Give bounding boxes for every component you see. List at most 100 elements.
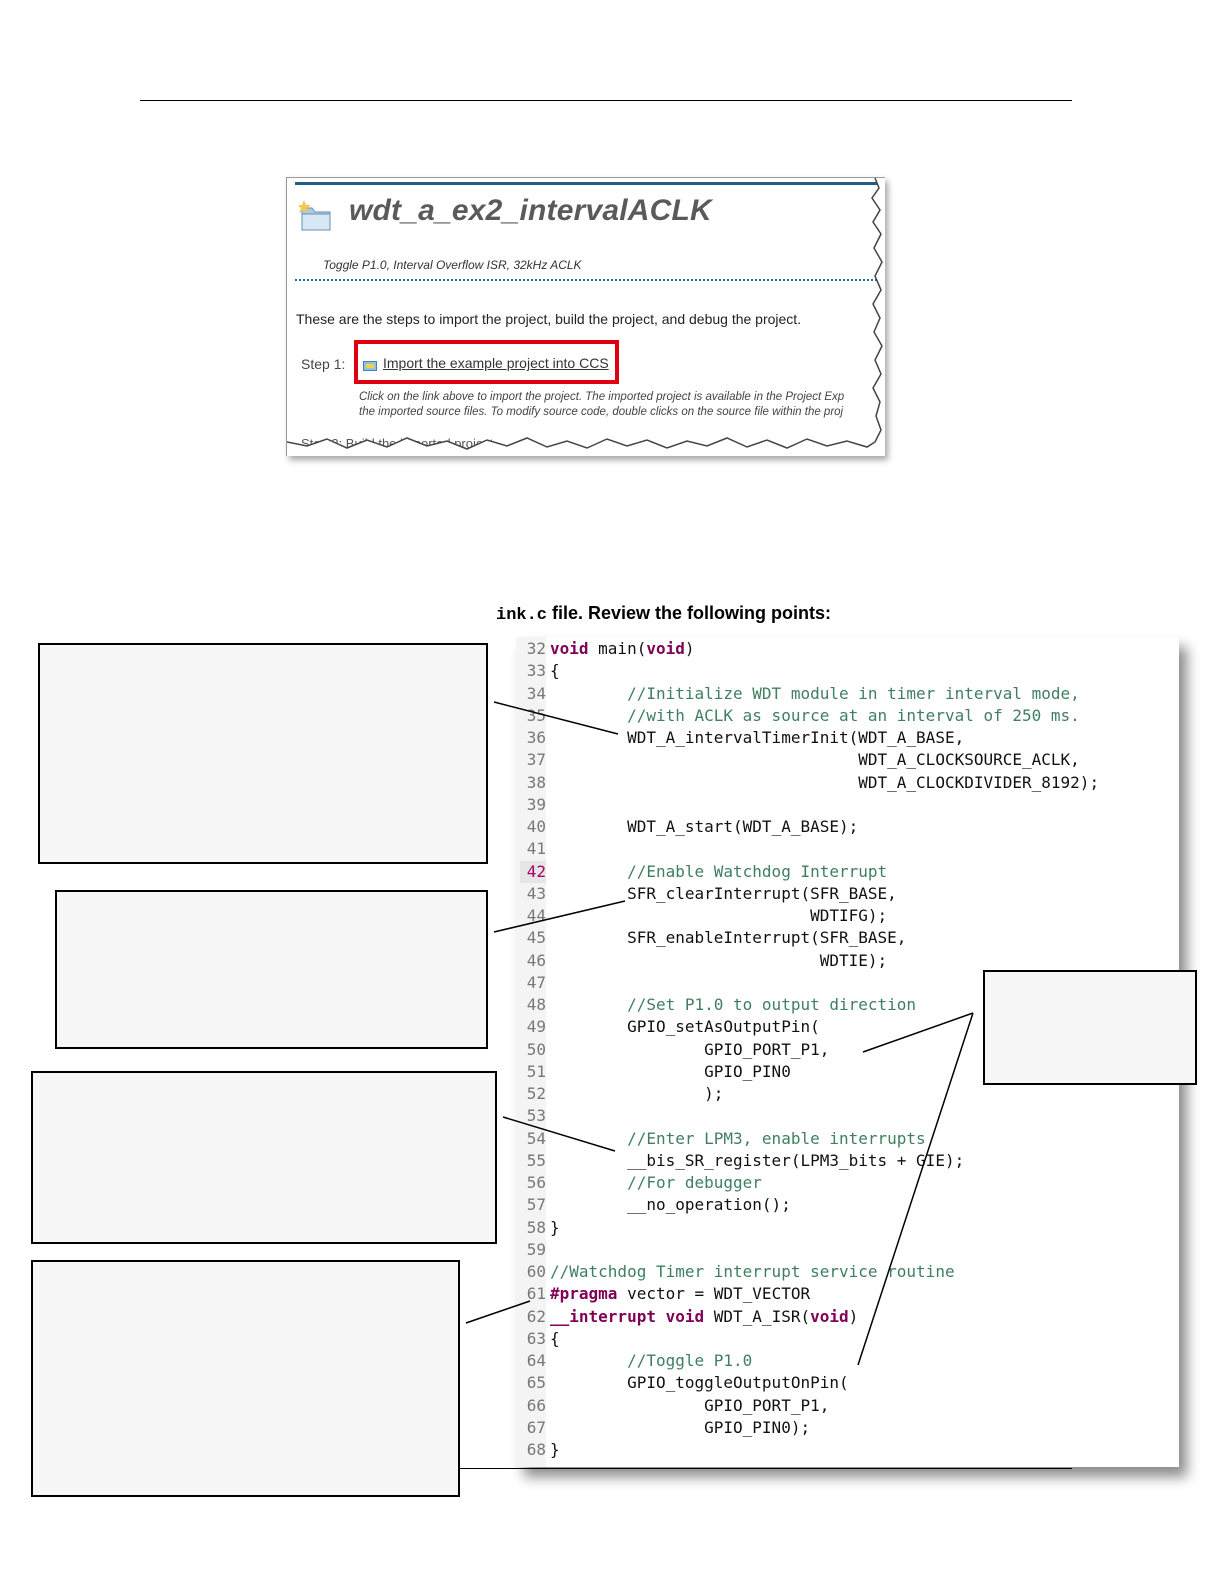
code-line: 59 [516, 1239, 1179, 1261]
line-number: 49 [526, 1017, 546, 1037]
line-number: 32 [526, 639, 546, 658]
code-line: 35 //with ACLK as source at an interval … [516, 705, 1179, 727]
code-text: GPIO_setAsOutputPin( [550, 1017, 820, 1037]
folder-icon [299, 200, 331, 231]
code-text: WDTIFG); [550, 906, 888, 925]
line-number: 50 [526, 1039, 546, 1059]
code-text: GPIO_PORT_P1, [550, 1395, 830, 1415]
code-line: 60//Watchdog Timer interrupt service rou… [516, 1261, 1179, 1283]
code-line: 65 GPIO_toggleOutputOnPin( [516, 1372, 1179, 1394]
code-line: 34 //Initialize WDT module in timer inte… [516, 683, 1179, 705]
torn-edge [287, 178, 885, 456]
line-number: 42 [520, 860, 546, 883]
line-number: 53 [526, 1106, 546, 1126]
code-text: GPIO_PORT_P1, [550, 1039, 830, 1059]
code-text: ); [550, 1084, 724, 1103]
line-number: 52 [526, 1084, 546, 1103]
line-number: 46 [526, 950, 546, 970]
code-line: 50 GPIO_PORT_P1, [516, 1039, 1179, 1061]
code-text: SFR_clearInterrupt(SFR_BASE, [550, 883, 897, 903]
line-number: 65 [526, 1373, 546, 1393]
code-line: 62__interrupt void WDT_A_ISR(void) [516, 1306, 1179, 1328]
code-text: __interrupt void WDT_A_ISR(void) [550, 1306, 859, 1326]
title-bar [295, 182, 885, 185]
callout-box-interrupt-enable [55, 890, 488, 1049]
line-number: 33 [526, 661, 546, 681]
code-line: 33{ [516, 660, 1179, 682]
code-text: GPIO_PIN0); [550, 1417, 811, 1437]
line-number: 36 [526, 728, 546, 747]
code-text: } [550, 1440, 560, 1459]
step1-description-line2: the imported source files. To modify sou… [359, 406, 844, 418]
code-line: 45 SFR_enableInterrupt(SFR_BASE, [516, 927, 1179, 949]
code-text: void main(void) [550, 639, 695, 658]
code-line: 54 //Enter LPM3, enable interrupts [516, 1128, 1179, 1150]
callout-box-wdt-init [38, 643, 488, 864]
line-number: 67 [526, 1417, 546, 1437]
section-heading: ink.c file. Review the following points: [496, 603, 831, 625]
code-text: } [550, 1217, 560, 1237]
code-text: #pragma vector = WDT_VECTOR [550, 1284, 811, 1304]
callout-box-gpio [983, 970, 1197, 1085]
code-text: { [550, 661, 560, 681]
line-number: 47 [526, 972, 546, 992]
project-subtitle: Toggle P1.0, Interval Overflow ISR, 32kH… [323, 258, 582, 272]
code-line: 47 [516, 972, 1179, 994]
line-number: 57 [526, 1195, 546, 1215]
line-number: 61 [526, 1284, 546, 1304]
code-text: __no_operation(); [550, 1195, 791, 1215]
code-text: //Watchdog Timer interrupt service routi… [550, 1262, 955, 1281]
file-name: ink.c [496, 606, 548, 625]
code-line: 61#pragma vector = WDT_VECTOR [516, 1283, 1179, 1305]
project-page-screenshot: wdt_a_ex2_intervalACLK Toggle P1.0, Inte… [286, 177, 885, 456]
code-line: 43 SFR_clearInterrupt(SFR_BASE, [516, 883, 1179, 905]
dotted-divider [295, 279, 885, 281]
line-number: 45 [526, 928, 546, 948]
line-number-gutter [516, 637, 546, 1467]
code-line: 52 ); [516, 1083, 1179, 1105]
code-text: //For debugger [627, 1173, 762, 1192]
import-project-link[interactable]: Import the example project into CCS [383, 355, 609, 371]
line-number: 37 [526, 750, 546, 770]
code-line: 44 WDTIFG); [516, 905, 1179, 927]
line-number: 39 [526, 794, 546, 814]
heading-text: file. Review the following points: [547, 603, 832, 623]
code-line: 67 GPIO_PIN0); [516, 1417, 1179, 1439]
code-text: { [550, 1328, 560, 1348]
callout-box-isr [31, 1260, 460, 1497]
line-number: 60 [526, 1262, 546, 1281]
code-text: GPIO_toggleOutputOnPin( [550, 1373, 849, 1393]
line-number: 55 [526, 1150, 546, 1170]
import-icon [363, 361, 377, 371]
code-line: 42 //Enable Watchdog Interrupt [516, 860, 1179, 883]
step1-description-line1: Click on the link above to import the pr… [359, 391, 845, 403]
code-text: __bis_SR_register(LPM3_bits + GIE); [550, 1150, 965, 1170]
code-text: SFR_enableInterrupt(SFR_BASE, [550, 928, 907, 948]
code-text: WDTIE); [550, 950, 888, 970]
code-line: 56 //For debugger [516, 1172, 1179, 1194]
line-number: 63 [526, 1328, 546, 1348]
highlight-box [354, 340, 619, 384]
code-line: 40 WDT_A_start(WDT_A_BASE); [516, 816, 1179, 838]
steps-intro: These are the steps to import the projec… [296, 311, 802, 327]
line-number: 64 [526, 1351, 546, 1370]
code-line: 38 WDT_A_CLOCKDIVIDER_8192); [516, 772, 1179, 794]
code-line: 49 GPIO_setAsOutputPin( [516, 1016, 1179, 1038]
code-text: WDT_A_intervalTimerInit(WDT_A_BASE, [550, 728, 965, 747]
code-line: 41 [516, 838, 1179, 860]
line-number: 40 [526, 817, 546, 836]
code-line: 63{ [516, 1328, 1179, 1350]
footer-rule [140, 1468, 1072, 1469]
header-rule [140, 100, 1072, 101]
code-line: 48 //Set P1.0 to output direction [516, 994, 1179, 1016]
step1-label: Step 1: [301, 356, 346, 372]
line-number: 54 [526, 1128, 546, 1148]
code-line: 36 WDT_A_intervalTimerInit(WDT_A_BASE, [516, 727, 1179, 749]
code-line: 39 [516, 794, 1179, 816]
code-line: 53 [516, 1105, 1179, 1127]
code-line: 58} [516, 1217, 1179, 1239]
project-title: wdt_a_ex2_intervalACLK [349, 194, 712, 227]
code-line: 55 __bis_SR_register(LPM3_bits + GIE); [516, 1150, 1179, 1172]
code-text: //Toggle P1.0 [627, 1351, 753, 1370]
